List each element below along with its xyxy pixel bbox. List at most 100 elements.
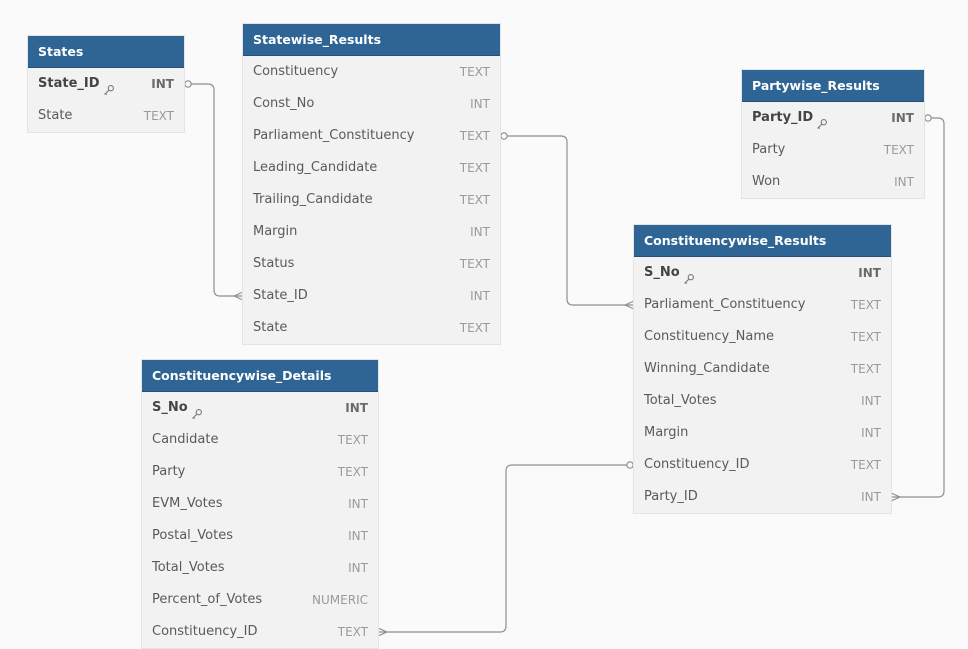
- column-row-party-id[interactable]: Party_ID INT: [634, 481, 891, 513]
- connector-states-statewise: [191, 83, 243, 297]
- column-row-constituency-id[interactable]: Constituency_ID TEXT: [634, 449, 891, 481]
- column-row-constituency-name[interactable]: Constituency_Name TEXT: [634, 321, 891, 353]
- column-type: NUMERIC: [312, 593, 368, 607]
- column-row-total-votes[interactable]: Total_Votes INT: [142, 552, 378, 584]
- column-type: INT: [470, 97, 490, 111]
- connector-many-end: [890, 492, 901, 502]
- column-type: TEXT: [850, 362, 881, 376]
- column-row-leading-candidate[interactable]: Leading_Candidate TEXT: [243, 152, 500, 184]
- key-icon: [683, 266, 695, 284]
- column-name: Percent_of_Votes: [152, 592, 263, 607]
- column-name: Total_Votes: [644, 393, 717, 408]
- column-name: Trailing_Candidate: [253, 192, 373, 207]
- column-type: TEXT: [883, 143, 914, 157]
- column-name: Constituency_ID: [152, 624, 258, 639]
- connector-one-end: [924, 114, 932, 122]
- column-type: TEXT: [459, 65, 490, 79]
- column-name: Status: [253, 256, 295, 271]
- column-row-state-id[interactable]: State_ID INT: [28, 68, 184, 100]
- column-row-margin[interactable]: Margin INT: [243, 216, 500, 248]
- column-name: Party_ID: [752, 110, 814, 125]
- table-title-statewise-results[interactable]: Statewise_Results: [243, 24, 500, 56]
- column-type: INT: [345, 401, 368, 415]
- column-row-parliament-constituency[interactable]: Parliament_Constituency TEXT: [634, 289, 891, 321]
- connector-one-end: [500, 132, 508, 140]
- column-type: INT: [470, 225, 490, 239]
- column-type: INT: [348, 561, 368, 575]
- column-type: TEXT: [459, 129, 490, 143]
- column-name: S_No: [152, 400, 188, 415]
- column-name: Won: [752, 174, 781, 189]
- column-type: INT: [894, 175, 914, 189]
- column-row-won[interactable]: Won INT: [742, 166, 924, 198]
- column-name: EVM_Votes: [152, 496, 223, 511]
- connector-one-end: [626, 461, 634, 469]
- column-type: TEXT: [459, 321, 490, 335]
- column-row-party[interactable]: Party TEXT: [142, 456, 378, 488]
- column-type: INT: [858, 266, 881, 280]
- connector-many-end: [624, 300, 635, 310]
- table-states[interactable]: States State_ID INT State TEXT: [28, 36, 184, 132]
- column-name: Margin: [644, 425, 689, 440]
- column-type: INT: [861, 426, 881, 440]
- column-name: Margin: [253, 224, 298, 239]
- column-type: INT: [861, 394, 881, 408]
- column-type: TEXT: [143, 109, 174, 123]
- connector-many-end: [377, 627, 388, 637]
- column-row-total-votes[interactable]: Total_Votes INT: [634, 385, 891, 417]
- key-icon: [816, 111, 828, 129]
- column-type: INT: [151, 77, 174, 91]
- connector-many-end: [233, 291, 244, 301]
- column-name: Constituency_Name: [644, 329, 775, 344]
- column-row-party-id[interactable]: Party_ID INT: [742, 102, 924, 134]
- column-name: Winning_Candidate: [644, 361, 770, 376]
- table-title-constituencywise-details[interactable]: Constituencywise_Details: [142, 360, 378, 392]
- column-row-s-no[interactable]: S_No INT: [142, 392, 378, 424]
- column-row-percent-of-votes[interactable]: Percent_of_Votes NUMERIC: [142, 584, 378, 616]
- column-row-winning-candidate[interactable]: Winning_Candidate TEXT: [634, 353, 891, 385]
- table-title-partywise-results[interactable]: Partywise_Results: [742, 70, 924, 102]
- column-name: Party: [152, 464, 186, 479]
- column-name: Party_ID: [644, 489, 698, 504]
- column-row-s-no[interactable]: S_No INT: [634, 257, 891, 289]
- column-name: Total_Votes: [152, 560, 225, 575]
- column-type: TEXT: [337, 465, 368, 479]
- table-title-states[interactable]: States: [28, 36, 184, 68]
- column-row-trailing-candidate[interactable]: Trailing_Candidate TEXT: [243, 184, 500, 216]
- column-name: Constituency_ID: [644, 457, 750, 472]
- column-type: INT: [861, 490, 881, 504]
- column-type: TEXT: [850, 330, 881, 344]
- column-name: State_ID: [38, 76, 100, 91]
- column-type: TEXT: [850, 458, 881, 472]
- column-type: TEXT: [459, 161, 490, 175]
- column-row-state[interactable]: State TEXT: [28, 100, 184, 132]
- column-name: State: [38, 108, 73, 123]
- column-type: TEXT: [459, 193, 490, 207]
- connector-one-end: [184, 80, 192, 88]
- column-name: Parliament_Constituency: [644, 297, 806, 312]
- column-type: TEXT: [850, 298, 881, 312]
- column-type: INT: [348, 529, 368, 543]
- table-title-constituencywise-results[interactable]: Constituencywise_Results: [634, 225, 891, 257]
- column-row-margin[interactable]: Margin INT: [634, 417, 891, 449]
- key-icon: [191, 401, 203, 419]
- column-name: Leading_Candidate: [253, 160, 378, 175]
- column-name: S_No: [644, 265, 680, 280]
- column-type: INT: [891, 111, 914, 125]
